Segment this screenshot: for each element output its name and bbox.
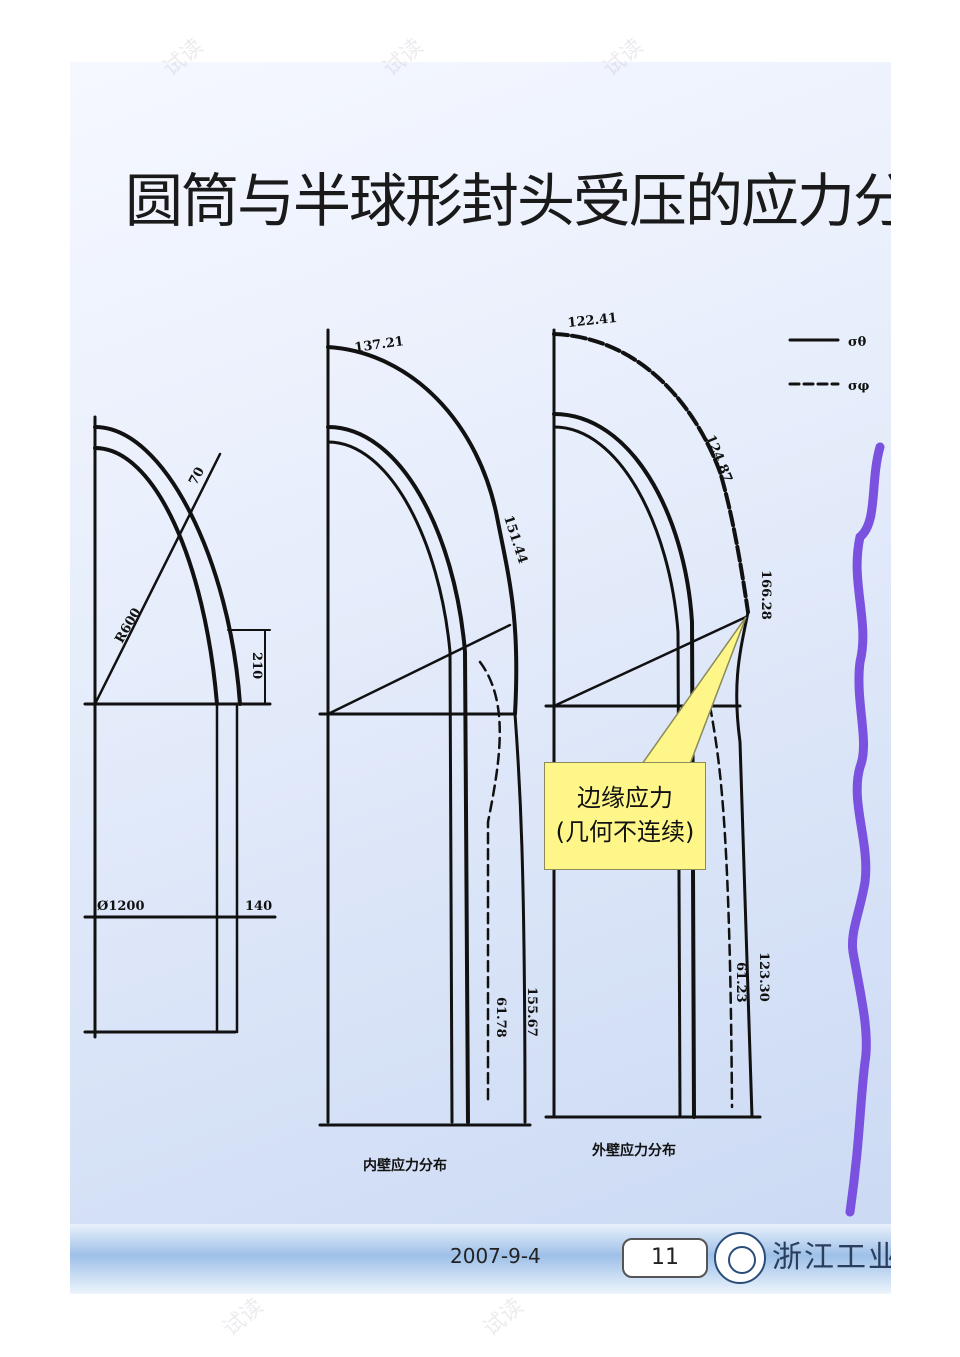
outer-sigma-theta-shell xyxy=(735,610,754,1119)
university-logo-text: 浙江工业大学 xyxy=(772,1240,891,1275)
inner-shell-value-1: 61.78 xyxy=(493,997,508,1038)
outer-shell-value-2: 123.30 xyxy=(756,952,771,1002)
callout-line-1: 边缘应力 xyxy=(577,784,673,812)
left-head-inner xyxy=(93,446,219,706)
stress-distribution-figure: 70 R600 210 Ø1200 140 137.21 151.44 61.7… xyxy=(83,311,885,1217)
legend-dashed-label: σφ xyxy=(848,379,870,394)
outer-sigma-phi-dashed xyxy=(708,704,734,1109)
outer-shell-value-1: 61.23 xyxy=(733,962,748,1003)
callout-line-2: (几何不连续) xyxy=(555,818,695,846)
outer-stress-curve-a xyxy=(552,412,696,1119)
inner-top-value: 137.21 xyxy=(353,334,404,356)
shell-thickness-label: 140 xyxy=(245,899,272,914)
slide: 圆筒与半球形封头受压的应力分布 xyxy=(70,62,891,1294)
outer-stress-top-curve xyxy=(552,332,750,614)
watermark: 试读 xyxy=(218,1294,269,1342)
inner-wall-caption: 内壁应力分布 xyxy=(363,1157,447,1174)
radius-label: R600 xyxy=(112,606,144,646)
inner-sigma-phi-dashed xyxy=(478,660,501,1104)
inner-sigma-theta-shell xyxy=(513,712,527,1124)
outer-top-value: 122.41 xyxy=(567,311,618,331)
footer-date: 2007-9-4 xyxy=(450,1244,541,1268)
inner-stress-curve-a xyxy=(326,425,470,1124)
purple-wavy-border xyxy=(845,442,885,1217)
watermark: 试读 xyxy=(478,1294,529,1342)
inner-shell-value-2: 155.67 xyxy=(524,987,539,1037)
university-seal-icon xyxy=(714,1232,766,1284)
radius-line xyxy=(93,452,222,706)
slide-title: 圆筒与半球形封头受压的应力分布 xyxy=(125,167,891,235)
diameter-label: Ø1200 xyxy=(97,899,145,914)
inner-radius-line xyxy=(326,623,512,716)
height-label: 210 xyxy=(249,652,264,679)
slide-footer: 2007-9-4 11 浙江工业大学 xyxy=(70,1224,891,1294)
outer-mid-value: 124.87 xyxy=(702,433,735,485)
inner-stress-outer-curve xyxy=(326,345,519,716)
legend-solid-label: σθ xyxy=(848,335,867,350)
page-number: 11 xyxy=(622,1238,708,1278)
outer-stress-curve-b xyxy=(552,425,682,1119)
outer-edge-value: 166.28 xyxy=(758,570,773,620)
outer-radius-line xyxy=(552,615,748,708)
edge-stress-callout: 边缘应力 (几何不连续) xyxy=(544,762,706,870)
outer-wall-caption: 外壁应力分布 xyxy=(592,1142,676,1159)
inner-stress-curve-b xyxy=(326,440,454,1124)
